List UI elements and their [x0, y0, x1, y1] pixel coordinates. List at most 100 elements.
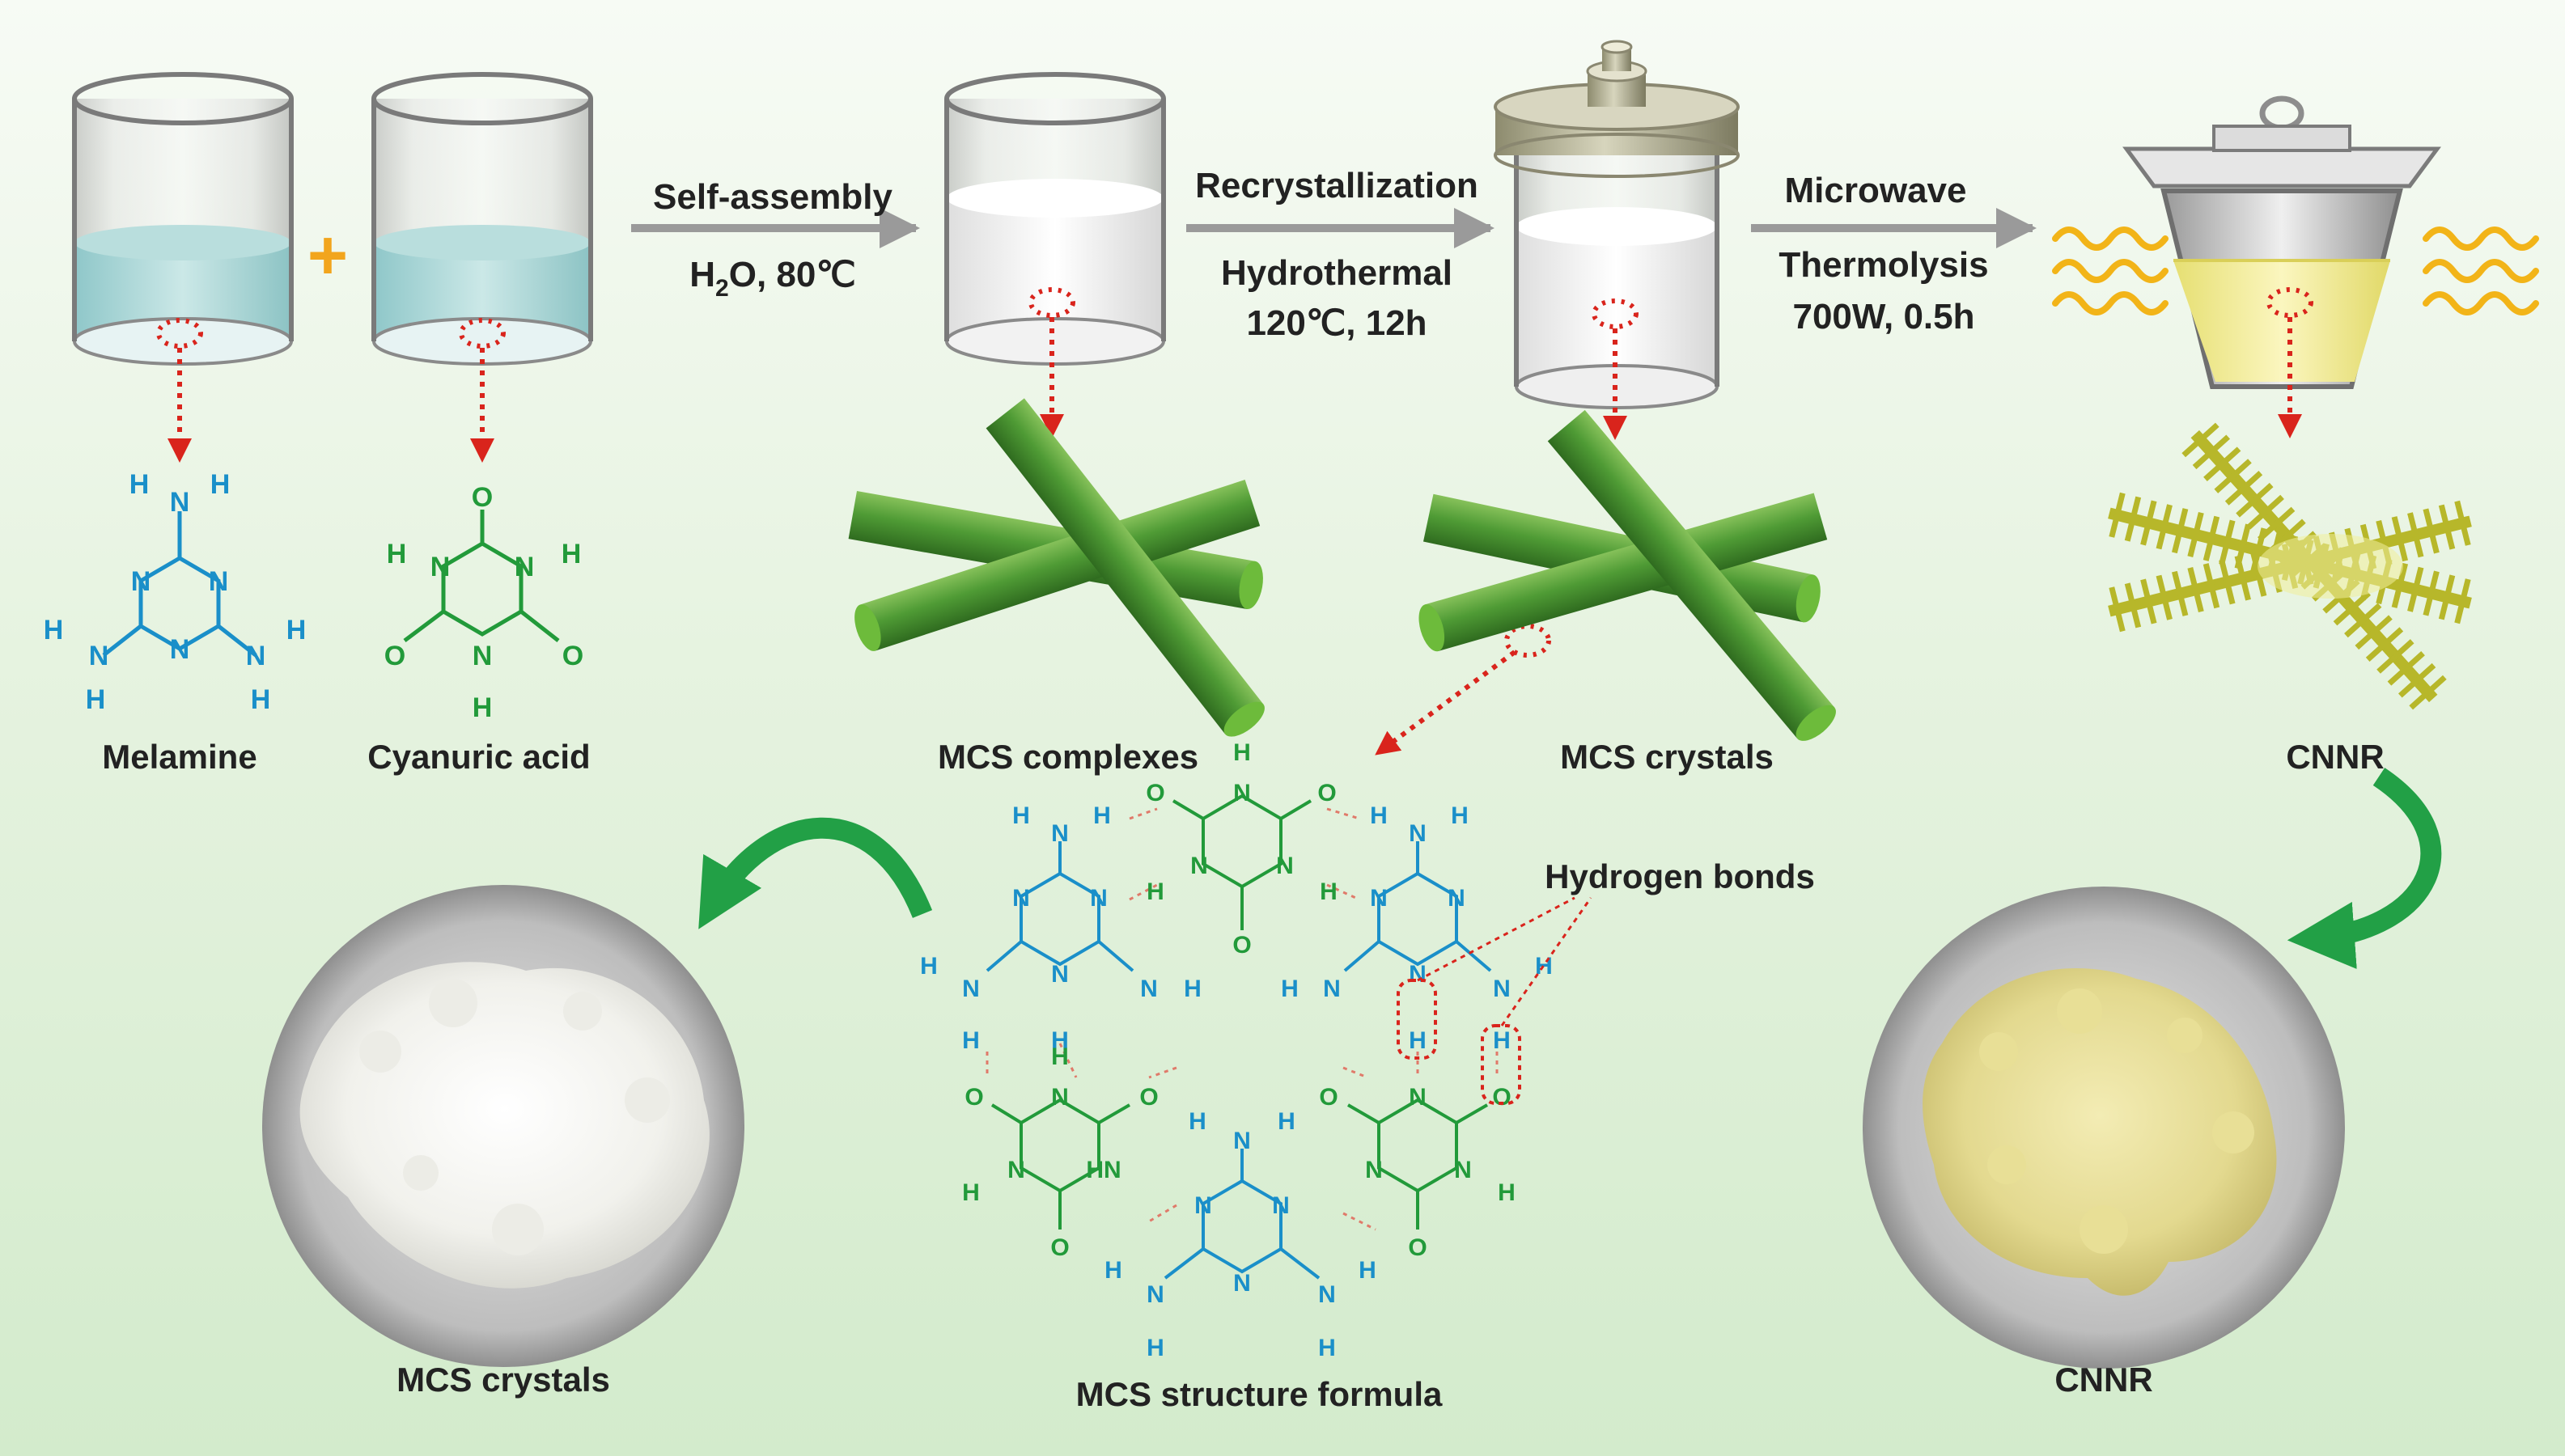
svg-text:N: N	[1051, 1084, 1069, 1111]
label-h2o-80c: H2O, 80℃	[689, 255, 856, 302]
svg-text:N: N	[89, 641, 109, 671]
svg-text:O: O	[562, 641, 583, 671]
svg-text:O: O	[1319, 1084, 1338, 1111]
photo-cnnr	[1863, 887, 2345, 1369]
autoclave	[1494, 40, 1740, 409]
svg-text:H: H	[1233, 739, 1251, 766]
caption-mcs-crystals-photo: MCS crystals	[396, 1361, 610, 1399]
caption-melamine: Melamine	[102, 738, 256, 776]
svg-text:N: N	[1365, 1157, 1383, 1183]
svg-text:N: N	[1190, 853, 1208, 879]
label-700w-05h: 700W, 0.5h	[1792, 297, 1974, 336]
caption-cnnr-photo: CNNR	[2054, 1361, 2152, 1399]
svg-text:H: H	[210, 469, 231, 500]
svg-text:N: N	[209, 566, 229, 597]
svg-text:H: H	[1320, 878, 1338, 905]
svg-text:H: H	[962, 1179, 980, 1206]
mcs-crystals-rods	[1418, 409, 1836, 741]
cyanuric-acid-structure: O N H N H N H O O	[384, 482, 583, 723]
label-hydrogen-bonds: Hydrogen bonds	[1545, 857, 1815, 895]
svg-text:H: H	[1451, 802, 1469, 829]
label-recrystallization: Recrystallization	[1195, 166, 1478, 205]
svg-text:N: N	[1323, 976, 1341, 1002]
svg-text:H: H	[1093, 802, 1111, 829]
svg-text:O: O	[1146, 780, 1164, 806]
svg-text:N: N	[1272, 1192, 1290, 1219]
label-self-assembly: Self-assembly	[653, 177, 892, 217]
heat-waves-icon	[2052, 226, 2539, 315]
plus-sign: +	[307, 217, 348, 294]
svg-text:H: H	[1370, 802, 1388, 829]
mcs-complexes-rods	[848, 398, 1265, 737]
curved-arrow-right	[2287, 768, 2442, 969]
svg-text:O: O	[1408, 1234, 1427, 1261]
svg-text:H: H	[1147, 878, 1164, 905]
svg-text:N: N	[515, 552, 535, 582]
svg-text:N: N	[473, 641, 493, 671]
svg-text:N: N	[1493, 976, 1511, 1002]
svg-text:N: N	[1007, 1157, 1025, 1183]
svg-text:N: N	[1409, 820, 1427, 847]
svg-text:H: H	[1104, 1257, 1122, 1284]
svg-text:H: H	[387, 539, 407, 569]
caption-mcs-complexes: MCS complexes	[938, 738, 1198, 776]
svg-text:H: H	[129, 469, 150, 500]
svg-text:H: H	[920, 953, 938, 980]
svg-text:O: O	[1317, 780, 1336, 806]
svg-text:N: N	[246, 641, 266, 671]
svg-text:O: O	[472, 482, 493, 513]
svg-text:N: N	[1409, 961, 1427, 988]
svg-text:H: H	[1498, 1179, 1516, 1206]
svg-text:H: H	[1409, 1027, 1427, 1054]
svg-text:N: N	[1454, 1157, 1472, 1183]
svg-text:H: H	[1184, 976, 1202, 1002]
red-pointer-arrows	[167, 317, 2302, 756]
photo-mcs-crystals	[262, 885, 744, 1367]
svg-text:N: N	[1194, 1192, 1212, 1219]
svg-text:H: H	[251, 684, 271, 715]
svg-text:N: N	[1051, 961, 1069, 988]
svg-text:N: N	[1147, 1281, 1164, 1308]
svg-text:N: N	[1409, 1084, 1427, 1111]
cnnr-nanorods	[2108, 422, 2472, 710]
svg-text:H: H	[1281, 976, 1299, 1002]
beaker-mcs-complexes	[944, 72, 1166, 366]
melamine-structure: N H H N N N N H H N H H	[44, 469, 307, 715]
svg-text:N: N	[962, 976, 980, 1002]
svg-text:H: H	[473, 692, 493, 723]
svg-text:H: H	[1051, 1043, 1069, 1070]
svg-text:H: H	[1318, 1335, 1336, 1361]
svg-text:HN: HN	[1086, 1157, 1121, 1183]
svg-text:O: O	[1050, 1234, 1069, 1261]
svg-text:N: N	[170, 634, 190, 665]
svg-text:N: N	[1370, 885, 1388, 912]
svg-text:N: N	[430, 552, 451, 582]
svg-text:N: N	[1318, 1281, 1336, 1308]
label-microwave: Microwave	[1785, 171, 1967, 210]
svg-text:H: H	[1493, 1027, 1511, 1054]
svg-text:N: N	[1276, 853, 1294, 879]
svg-text:H: H	[962, 1027, 980, 1054]
crucible	[2122, 95, 2441, 389]
svg-text:N: N	[1012, 885, 1030, 912]
beaker-melamine	[72, 72, 294, 366]
svg-text:H: H	[1147, 1335, 1164, 1361]
svg-text:N: N	[1090, 885, 1108, 912]
svg-text:H: H	[562, 539, 582, 569]
svg-text:N: N	[170, 487, 190, 518]
mcs-structure-network: N H O O N N H H O N H H N N N N H N H	[920, 739, 1592, 1361]
label-120c-12h: 120℃, 12h	[1246, 303, 1427, 343]
svg-text:O: O	[1139, 1084, 1158, 1111]
svg-text:N: N	[1140, 976, 1158, 1002]
svg-text:N: N	[131, 566, 151, 597]
svg-text:N: N	[1233, 780, 1251, 806]
svg-text:O: O	[1232, 932, 1251, 959]
caption-mcs-structure-formula: MCS structure formula	[1076, 1375, 1443, 1413]
caption-mcs-crystals-top: MCS crystals	[1560, 738, 1774, 776]
svg-text:H: H	[1359, 1257, 1376, 1284]
label-thermolysis: Thermolysis	[1779, 245, 1988, 285]
svg-text:N: N	[1233, 1270, 1251, 1297]
svg-text:N: N	[1448, 885, 1465, 912]
svg-text:O: O	[384, 641, 405, 671]
